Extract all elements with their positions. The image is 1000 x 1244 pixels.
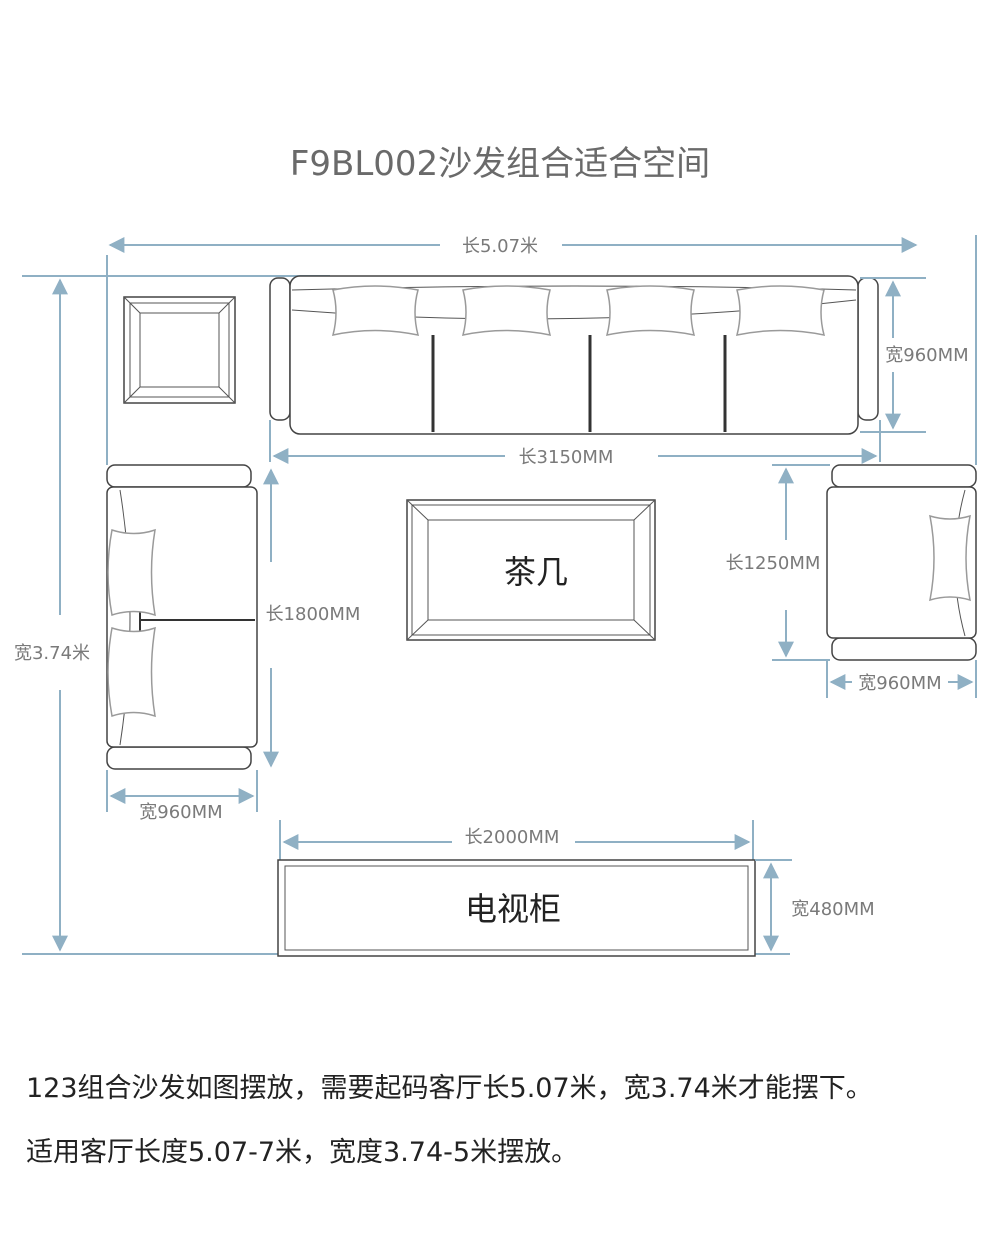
tv-length-label: 长2000MM <box>465 827 560 848</box>
sofa-top-length-label: 长3150MM <box>519 447 614 468</box>
armchair-right <box>826 464 977 661</box>
pillow <box>331 285 420 336</box>
pillow <box>735 285 826 336</box>
pillow <box>107 626 156 718</box>
pillow <box>461 285 552 336</box>
pillow <box>605 285 696 336</box>
tv-width-label: 宽480MM <box>791 899 874 920</box>
sofa-left-width-label: 宽960MM <box>139 802 222 823</box>
room-length-label: 长5.07米 <box>462 236 538 257</box>
sofa-left-length-label: 长1800MM <box>266 604 361 625</box>
tv-cabinet-label: 电视柜 <box>465 890 561 928</box>
side-table <box>123 296 236 404</box>
label-mask <box>852 670 948 694</box>
coffee-table: 茶几 <box>406 499 656 641</box>
page-title: F9BL002沙发组合适合空间 <box>290 144 710 184</box>
pillow <box>929 514 971 602</box>
description-line-1: 123组合沙发如图摆放，需要起码客厅长5.07米，宽3.74米才能摆下。 <box>26 1073 873 1104</box>
pillow <box>107 528 156 617</box>
tv-cabinet: 电视柜 <box>277 859 756 957</box>
sofa-left <box>106 464 258 770</box>
description-line-2: 适用客厅长度5.07-7米，宽度3.74-5米摆放。 <box>26 1137 579 1168</box>
label-mask <box>136 800 228 822</box>
sofa-top-width-label: 宽960MM <box>885 345 968 366</box>
chair-length-label: 长1250MM <box>726 553 821 574</box>
room-width-label: 宽3.74米 <box>14 643 90 664</box>
coffee-table-label: 茶几 <box>504 553 568 591</box>
chair-width-label: 宽960MM <box>858 673 941 694</box>
sofa-top <box>269 275 879 435</box>
